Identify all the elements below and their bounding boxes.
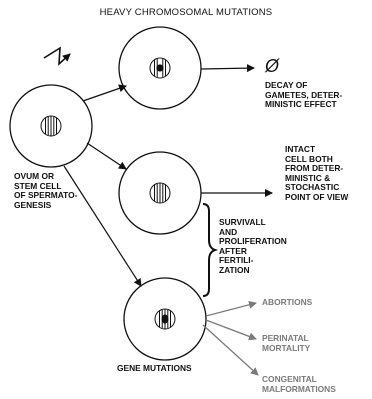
- bottom-nucleus: [155, 309, 175, 329]
- arrow-to-congenital: [203, 325, 258, 375]
- lightning-icon: [44, 48, 70, 64]
- arrow-to-abortions: [206, 303, 256, 316]
- middle-nucleus: [150, 183, 170, 203]
- source-cell: [10, 85, 92, 167]
- top-nucleus: [150, 58, 170, 78]
- bottom-cell: [124, 278, 206, 360]
- survival-note-label: SURVIVALL AND PROLIFERATION AFTER FERTIL…: [219, 218, 287, 276]
- effect-abortions-label: ABORTIONS: [262, 298, 312, 308]
- arrow-to-decay: [201, 68, 254, 69]
- survival-bracket: [203, 204, 215, 296]
- outcome-intact-label: INTACT CELL BOTH FROM DETER- MINISTIC & …: [285, 145, 348, 203]
- top-cell: [119, 27, 201, 109]
- arrow-to-perinatal: [206, 320, 256, 339]
- source-cell-label: OVUM OR STEM CELL OF SPERMATO- GENESIS: [14, 172, 77, 210]
- source-nucleus: [41, 116, 61, 136]
- effect-congenital-label: CONGENITAL MALFORMATIONS: [262, 375, 336, 394]
- arrow-to-top-cell: [83, 86, 126, 101]
- gene-mutations-label: GENE MUTATIONS: [117, 364, 192, 374]
- null-set-symbol: Ø: [265, 56, 279, 77]
- middle-cell: [119, 152, 201, 234]
- outcome-decay-label: DECAY OF GAMETES, DETER- MINISTIC EFFECT: [265, 81, 342, 110]
- diagram-title: HEAVY CHROMOSOMAL MUTATIONS: [0, 7, 372, 18]
- arrow-to-middle-cell: [87, 143, 126, 169]
- effect-perinatal-label: PERINATAL MORTALITY: [262, 334, 310, 353]
